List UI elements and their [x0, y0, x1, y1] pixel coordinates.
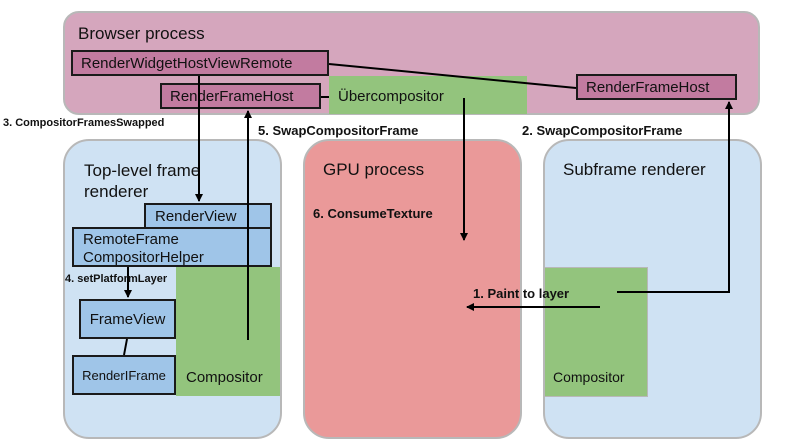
render-iframe-label: RenderIFrame	[82, 367, 166, 383]
top-level-compositor-region	[176, 267, 280, 396]
render-frame-host-left-box[interactable]: RenderFrameHost	[160, 83, 321, 109]
subframe-compositor-label: Compositor	[553, 369, 625, 385]
render-widget-host-view-remote-box[interactable]: RenderWidgetHostViewRemote	[71, 50, 329, 76]
step2-label: 2. SwapCompositorFrame	[522, 123, 683, 138]
top-level-renderer-title-line2: renderer	[84, 182, 149, 201]
render-iframe-box[interactable]: RenderIFrame	[72, 355, 176, 395]
top-level-renderer-title-line1: Top-level frame	[84, 161, 201, 180]
top-level-renderer-title: Top-level frame renderer	[84, 160, 200, 202]
step1-label: 1. Paint to layer	[473, 286, 570, 301]
remote-frame-compositor-helper-label-line2: CompositorHelper	[83, 249, 204, 266]
step3-label: 3. CompositorFramesSwapped	[3, 117, 165, 129]
step5-label: 5. SwapCompositorFrame	[258, 123, 419, 138]
render-view-label: RenderView	[155, 207, 237, 225]
gpu-process-title: GPU process	[323, 160, 425, 179]
browser-process-title: Browser process	[78, 24, 205, 43]
step4-label: 4. setPlatformLayer	[65, 273, 168, 285]
render-frame-host-right-label: RenderFrameHost	[586, 78, 710, 96]
render-frame-host-right-box[interactable]: RenderFrameHost	[576, 74, 737, 100]
ubercompositor-label: Übercompositor	[338, 88, 444, 105]
step6-label: 6. ConsumeTexture	[313, 206, 433, 221]
frame-view-box[interactable]: FrameView	[79, 299, 176, 339]
subframe-renderer-title: Subframe renderer	[563, 160, 706, 179]
render-frame-host-left-label: RenderFrameHost	[170, 87, 294, 105]
render-widget-host-view-remote-label: RenderWidgetHostViewRemote	[81, 54, 293, 72]
remote-frame-compositor-helper-box[interactable]: RemoteFrame CompositorHelper	[72, 227, 272, 267]
gpu-process-container	[303, 139, 522, 439]
frame-view-label: FrameView	[89, 310, 166, 328]
remote-frame-compositor-helper-label-line1: RemoteFrame	[83, 231, 179, 248]
render-view-box[interactable]: RenderView	[144, 203, 272, 229]
top-level-compositor-label: Compositor	[186, 369, 263, 386]
